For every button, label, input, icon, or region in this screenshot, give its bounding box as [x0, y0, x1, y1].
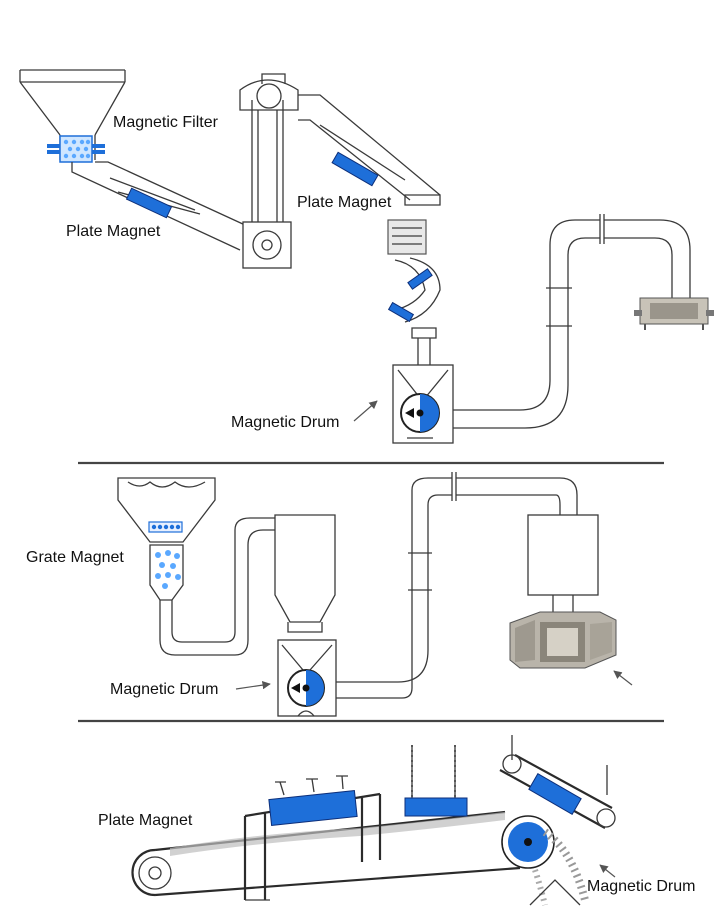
section-3: Plate Magnet Magnetic Drum [98, 735, 695, 906]
s-bend-pipe [387, 257, 441, 365]
plate-magnet-2 [331, 151, 379, 187]
drawer-magnet-unit [634, 297, 714, 330]
label-magnetic-drum-2: Magnetic Drum [110, 681, 218, 698]
silo [274, 514, 336, 633]
label-plate-magnet-3: Plate Magnet [98, 812, 193, 829]
label-magnetic-drum-1: Magnetic Drum [231, 414, 339, 431]
collector-box [527, 514, 599, 612]
drawer-magnet-unit-2 [509, 611, 617, 669]
conveyor-belt [131, 810, 521, 897]
pneumatic-line-2b [336, 472, 578, 699]
discharge-material [529, 828, 589, 906]
plate-magnet-3 [268, 775, 358, 826]
label-magnetic-drum-3: Magnetic Drum [587, 878, 695, 895]
magnetic-drum-1 [392, 364, 454, 444]
label-plate-magnet-1: Plate Magnet [66, 223, 161, 240]
inclined-chute-2 [298, 94, 441, 206]
label-plate-magnet-2: Plate Magnet [297, 194, 392, 211]
hopper-grate [117, 477, 216, 601]
label-magnetic-filter: Magnetic Filter [113, 114, 219, 131]
grate-box-small [387, 219, 427, 255]
suspended-magnet [404, 745, 468, 817]
plate-magnet-1 [125, 187, 173, 219]
pneumatic-line-1 [453, 214, 691, 429]
pneumatic-line-2a [159, 517, 275, 656]
section-1: Magnetic Filter Plate Magnet [19, 69, 714, 444]
bucket-elevator [239, 73, 299, 269]
section-2: Grate Magnet Magnetic Drum [26, 472, 633, 717]
magnetic-filter [47, 135, 105, 163]
magnetic-drum-2 [277, 639, 337, 717]
label-grate-magnet: Grate Magnet [26, 549, 124, 566]
overband-magnet [499, 735, 616, 829]
magnetic-drum-3 [501, 815, 555, 869]
